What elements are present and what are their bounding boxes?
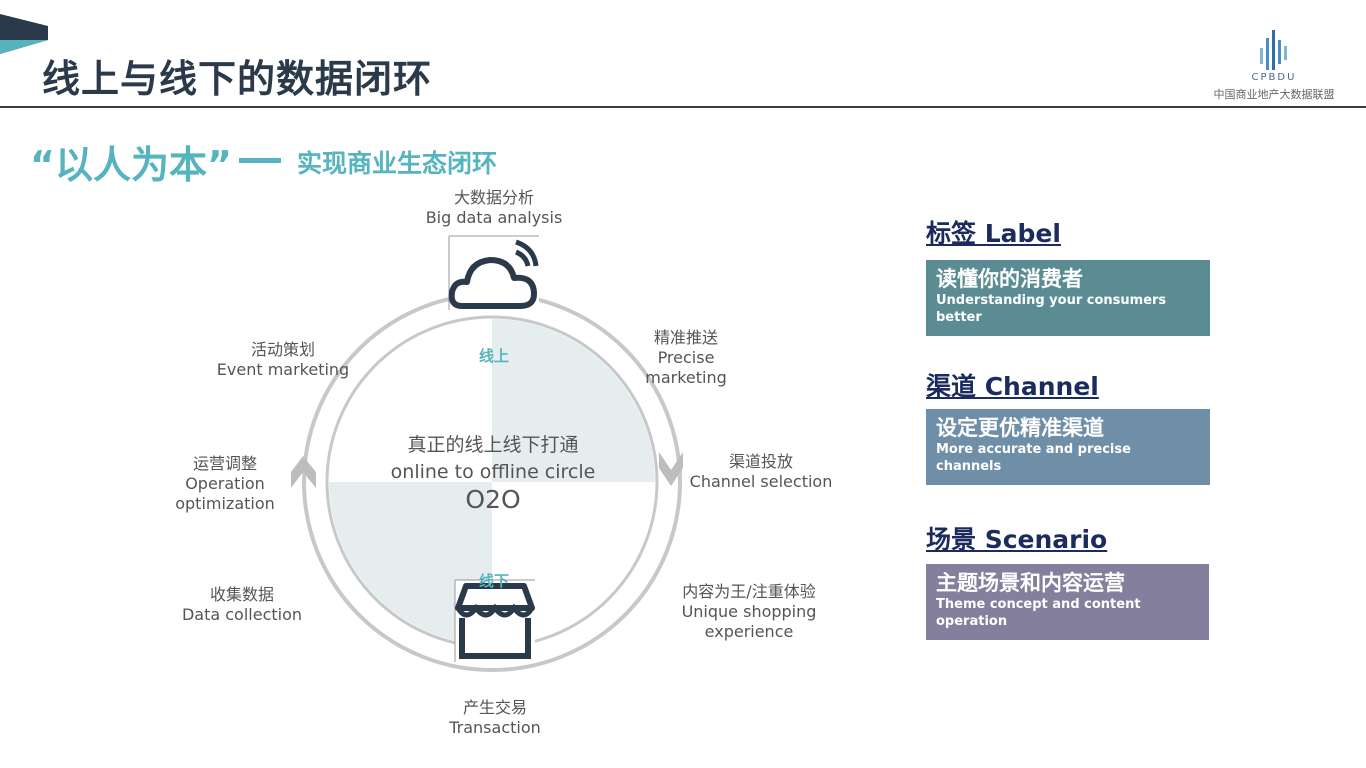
card-subtitle: Understanding your consumers better xyxy=(936,293,1167,325)
logo-bars-icon xyxy=(1260,30,1287,70)
slogan-dash xyxy=(239,158,281,163)
slogan-sub: 实现商业生态闭环 xyxy=(297,149,498,178)
slogan-main: “以人为本” xyxy=(30,143,232,187)
card-title: 主题场景和内容运营 xyxy=(936,571,1125,595)
offline-quadrant xyxy=(329,482,492,645)
section-heading-channel: 渠道 Channel xyxy=(926,372,1099,401)
step-label-channel-selection: 渠道投放 Channel selection xyxy=(689,452,833,491)
step-label-operation-optimization: 运营调整 Operation optimization xyxy=(175,454,275,513)
center-caption-zh: 真正的线上线下打通 xyxy=(407,434,579,456)
cpbdu-logo: CPBDU 中国商业地产大数据联盟 xyxy=(1206,28,1342,102)
section-heading-label: 标签 Label xyxy=(926,219,1061,248)
section-card-scenario: 主题场景和内容运营 Theme concept and content oper… xyxy=(926,564,1209,640)
center-caption: 真正的线上线下打通 online to offline circle O2O xyxy=(368,432,618,513)
logo-organization-name: 中国商业地产大数据联盟 xyxy=(1213,88,1335,101)
card-title: 读懂你的消费者 xyxy=(936,267,1083,291)
storefront-icon xyxy=(454,579,535,662)
left-arrow-icon xyxy=(291,456,316,488)
cloud-wifi-icon xyxy=(448,235,539,310)
offline-tag: 线下 xyxy=(478,572,509,590)
online-quadrant xyxy=(492,319,655,482)
section-card-channel: 设定更优精准渠道 More accurate and precise chann… xyxy=(926,409,1210,485)
center-caption-abbr: O2O xyxy=(465,485,521,514)
section-card-label: 读懂你的消费者 Understanding your consumers bet… xyxy=(926,260,1210,336)
step-label-event-marketing: 活动策划 Event marketing xyxy=(216,340,350,379)
page-title: 线上与线下的数据闭环 xyxy=(42,57,433,101)
step-label-data-collection: 收集数据 Data collection xyxy=(181,585,303,624)
card-subtitle: More accurate and precise channels xyxy=(936,442,1131,474)
step-label-precise-marketing: 精准推送 Precise marketing xyxy=(645,328,727,387)
step-label-unique-experience: 内容为王/注重体验 Unique shopping experience xyxy=(681,582,817,641)
online-tag: 线上 xyxy=(478,347,509,365)
step-label-transaction: 产生交易 Transaction xyxy=(449,698,541,737)
right-arrow-icon xyxy=(659,452,683,486)
section-heading-scenario: 场景 Scenario xyxy=(926,525,1108,554)
card-title: 设定更优精准渠道 xyxy=(936,416,1104,440)
corner-accent-shape xyxy=(0,14,48,54)
card-subtitle: Theme concept and content operation xyxy=(936,597,1141,629)
center-caption-en: online to offline circle xyxy=(390,461,596,483)
header-divider xyxy=(0,106,1366,108)
logo-abbreviation: CPBDU xyxy=(1251,72,1297,83)
step-label-big-data: 大数据分析 Big data analysis xyxy=(425,188,563,227)
